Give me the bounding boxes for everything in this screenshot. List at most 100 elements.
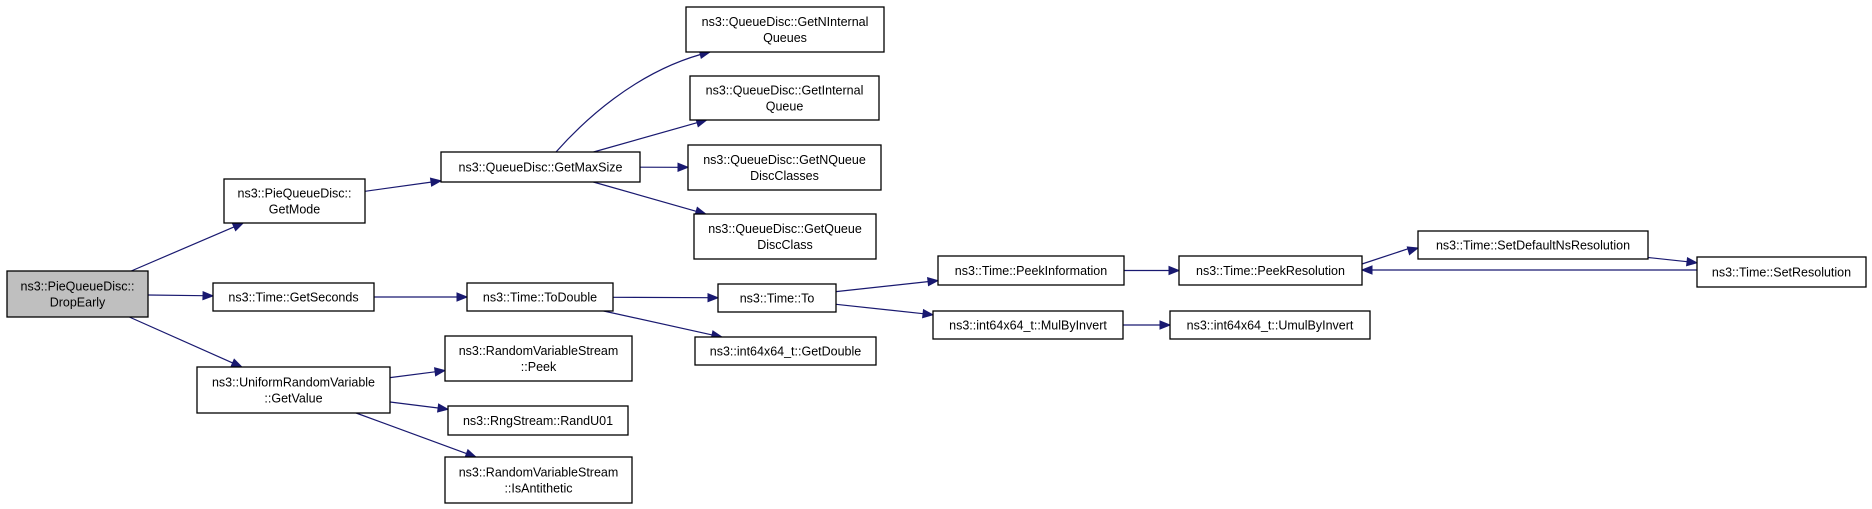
edge-line [364, 181, 432, 192]
edge-get_seconds-to-to_double [374, 292, 469, 302]
edge-uniform_get_value-to-rvs_peek [389, 367, 447, 379]
node-rand-u01[interactable]: ns3::RngStream::RandU01 [447, 405, 629, 436]
edge-line [1647, 256, 1688, 263]
edge-arrowhead [429, 177, 443, 187]
edge-arrowhead [456, 292, 469, 302]
edge-arrowhead [1686, 257, 1699, 267]
node-box [1417, 230, 1649, 260]
node-box [717, 283, 837, 313]
node-label-line: ns3::Time::PeekResolution [1196, 264, 1345, 278]
node-label-line: ns3::RandomVariableStream [459, 466, 619, 480]
edge-set_default_ns_resolution-to-set_resolution [1647, 256, 1699, 267]
edge-line [129, 316, 233, 364]
node-box [440, 151, 641, 183]
node-label-line: ns3::QueueDisc::GetNInternal [702, 15, 869, 29]
edge-get_max_size-to-get_n_queue_disc_classes [639, 162, 690, 173]
node-uniform-get-value[interactable]: ns3::UniformRandomVariable::GetValue [196, 366, 391, 414]
edge-arrowhead [1159, 320, 1172, 330]
edge-to_double-to-get_double [603, 310, 724, 340]
node-label-line: ns3::QueueDisc::GetQueue [708, 222, 862, 236]
node-box [1178, 255, 1363, 286]
node-box [937, 255, 1125, 286]
node-label-line: ns3::QueueDisc::GetNQueue [703, 153, 866, 167]
node-label-line: ns3::Time::SetResolution [1712, 266, 1851, 280]
edge-arrowhead [922, 308, 935, 319]
edge-line [593, 122, 698, 153]
node-label-line: ns3::QueueDisc::GetInternal [706, 84, 864, 98]
node-set-default-ns-resolution[interactable]: ns3::Time::SetDefaultNsResolution [1417, 230, 1649, 260]
node-label-line: ns3::int64x64_t::GetDouble [710, 345, 862, 359]
node-box [223, 178, 366, 224]
node-get-double[interactable]: ns3::int64x64_t::GetDouble [694, 336, 877, 366]
node-box [694, 336, 877, 366]
node-set-resolution[interactable]: ns3::Time::SetResolution [1696, 256, 1867, 288]
nodes-layer: ns3::PieQueueDisc::DropEarlyns3::PieQueu… [6, 6, 1867, 504]
node-umul-by-invert[interactable]: ns3::int64x64_t::UmulByInvert [1169, 310, 1371, 340]
edge-uniform_get_value-to-rand_u01 [389, 401, 450, 413]
node-label-line: ns3::Time::ToDouble [483, 291, 597, 305]
edge-arrowhead [437, 403, 450, 413]
node-label-line: ns3::int64x64_t::MulByInvert [949, 319, 1107, 333]
node-time-to[interactable]: ns3::Time::To [717, 283, 837, 313]
edge-line [355, 412, 467, 455]
node-label-line: ns3::Time::SetDefaultNsResolution [1436, 239, 1630, 253]
edge-arrowhead [1168, 265, 1181, 276]
node-box [466, 282, 614, 312]
edge-peek_information-to-peek_resolution [1124, 265, 1181, 276]
node-label-line: ns3::int64x64_t::UmulByInvert [1187, 319, 1354, 333]
edge-arrowhead [434, 367, 447, 377]
edge-get_mode-to-get_max_size [364, 177, 443, 192]
edge-drop_early-to-get_mode [130, 222, 245, 272]
edge-time_to-to-mul_by_invert [835, 303, 935, 319]
node-peek-resolution[interactable]: ns3::Time::PeekResolution [1178, 255, 1363, 286]
node-to-double[interactable]: ns3::Time::ToDouble [466, 282, 614, 312]
edge-line [130, 226, 235, 272]
node-box [1169, 310, 1371, 340]
edge-arrowhead [230, 358, 244, 368]
node-label-line: ns3::Time::PeekInformation [955, 264, 1107, 278]
edge-line [555, 51, 711, 153]
edge-line [835, 303, 924, 315]
node-rvs-is-antithetic[interactable]: ns3::RandomVariableStream::IsAntithetic [444, 456, 633, 504]
node-get-seconds[interactable]: ns3::Time::GetSeconds [212, 282, 375, 312]
edge-line [835, 281, 929, 293]
node-drop-early[interactable]: ns3::PieQueueDisc::DropEarly [6, 270, 149, 318]
edge-arrowhead [927, 277, 940, 287]
node-mul-by-invert[interactable]: ns3::int64x64_t::MulByInvert [932, 310, 1124, 340]
node-label-line: ns3::PieQueueDisc:: [21, 280, 135, 294]
node-get-max-size[interactable]: ns3::QueueDisc::GetMaxSize [440, 151, 641, 183]
node-box [1696, 256, 1867, 288]
node-label-line: DiscClass [757, 238, 813, 252]
node-rvs-peek[interactable]: ns3::RandomVariableStream::Peek [444, 335, 633, 382]
node-get-mode[interactable]: ns3::PieQueueDisc::GetMode [223, 178, 366, 224]
edge-mul_by_invert-to-umul_by_invert [1123, 320, 1172, 330]
node-label-line: Queue [766, 100, 804, 114]
node-label-line: ns3::Time::To [740, 292, 815, 306]
node-peek-information[interactable]: ns3::Time::PeekInformation [937, 255, 1125, 286]
node-label-line: ns3::RngStream::RandU01 [463, 414, 613, 428]
edge-arrowhead [1406, 246, 1420, 256]
node-box [687, 144, 882, 191]
node-label-line: ::Peek [521, 360, 557, 374]
node-label-line: ns3::QueueDisc::GetMaxSize [459, 161, 623, 175]
node-label-line: ::GetValue [264, 392, 322, 406]
node-label-line: ::IsAntithetic [504, 482, 572, 496]
node-box [212, 282, 375, 312]
node-box [685, 6, 885, 53]
edge-line [389, 371, 436, 379]
edge-arrowhead [202, 290, 215, 301]
node-label-line: ns3::RandomVariableStream [459, 344, 619, 358]
edge-peek_resolution-to-set_default_ns_resolution [1361, 246, 1420, 265]
node-label-line: Queues [763, 31, 807, 45]
edges-layer [129, 49, 1699, 458]
node-box [932, 310, 1124, 340]
node-label-line: ns3::Time::GetSeconds [228, 291, 358, 305]
node-box [447, 405, 629, 436]
edge-arrowhead [464, 448, 478, 458]
node-box [444, 335, 633, 382]
